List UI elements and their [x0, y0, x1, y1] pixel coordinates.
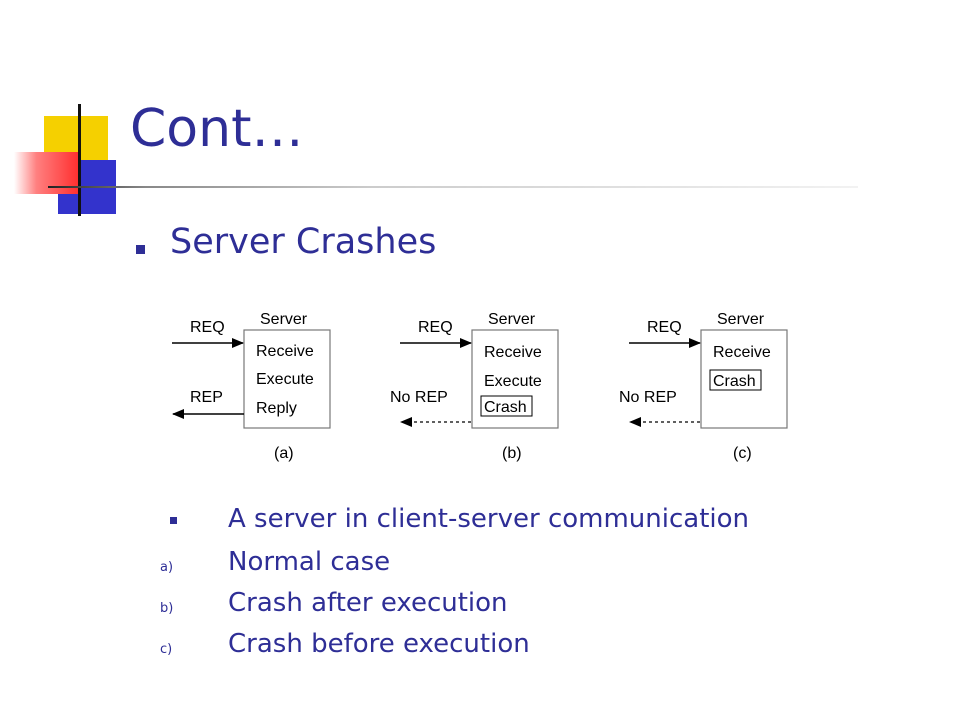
caption-crash-before: Crash before execution [228, 629, 530, 659]
caption-crash-after: Crash after execution [228, 588, 508, 618]
reply-label: REP [190, 389, 223, 406]
request-label: REQ [647, 319, 682, 336]
panel-caption: (c) [733, 445, 752, 462]
server-label: Server [260, 311, 308, 328]
server-crash-diagram: Server REQ Receive Execute Reply REP (a)… [172, 311, 788, 462]
panel-caption: (b) [502, 445, 522, 462]
step-receive: Receive [713, 344, 771, 361]
sub-bullet-square-icon [170, 517, 177, 524]
decor-vertical-line [78, 104, 81, 216]
slide-title: Cont… [130, 99, 304, 159]
step-receive: Receive [484, 344, 542, 361]
title-underline [48, 186, 858, 188]
server-box [243, 329, 331, 429]
caption-normal-case: Normal case [228, 547, 391, 577]
bullet-square-icon [136, 245, 145, 254]
panel-c: Server REQ Receive Crash No REP (c) [619, 311, 788, 462]
main-bullet-text: Server Crashes [170, 222, 437, 262]
panel-caption: (a) [274, 445, 294, 462]
server-label: Server [488, 311, 536, 328]
crash-label: Crash [713, 373, 756, 390]
reply-label: No REP [390, 389, 448, 406]
crash-label: Crash [484, 399, 527, 416]
caption-line: A server in client-server communication [228, 504, 750, 534]
crash-box [709, 369, 762, 391]
request-label: REQ [190, 319, 225, 336]
server-box [700, 329, 788, 429]
step-execute: Execute [484, 373, 542, 390]
list-marker-c: c) [160, 642, 173, 657]
request-label: REQ [418, 319, 453, 336]
step-reply: Reply [256, 400, 297, 417]
server-box [471, 329, 559, 429]
list-marker-a: a) [160, 560, 174, 575]
panel-b: Server REQ Receive Execute Crash No REP … [390, 311, 559, 462]
list-marker-b: b) [160, 601, 174, 616]
crash-box [480, 395, 533, 417]
panel-a: Server REQ Receive Execute Reply REP (a) [172, 311, 331, 462]
reply-label: No REP [619, 389, 677, 406]
step-receive: Receive [256, 343, 314, 360]
step-execute: Execute [256, 371, 314, 388]
server-label: Server [717, 311, 765, 328]
